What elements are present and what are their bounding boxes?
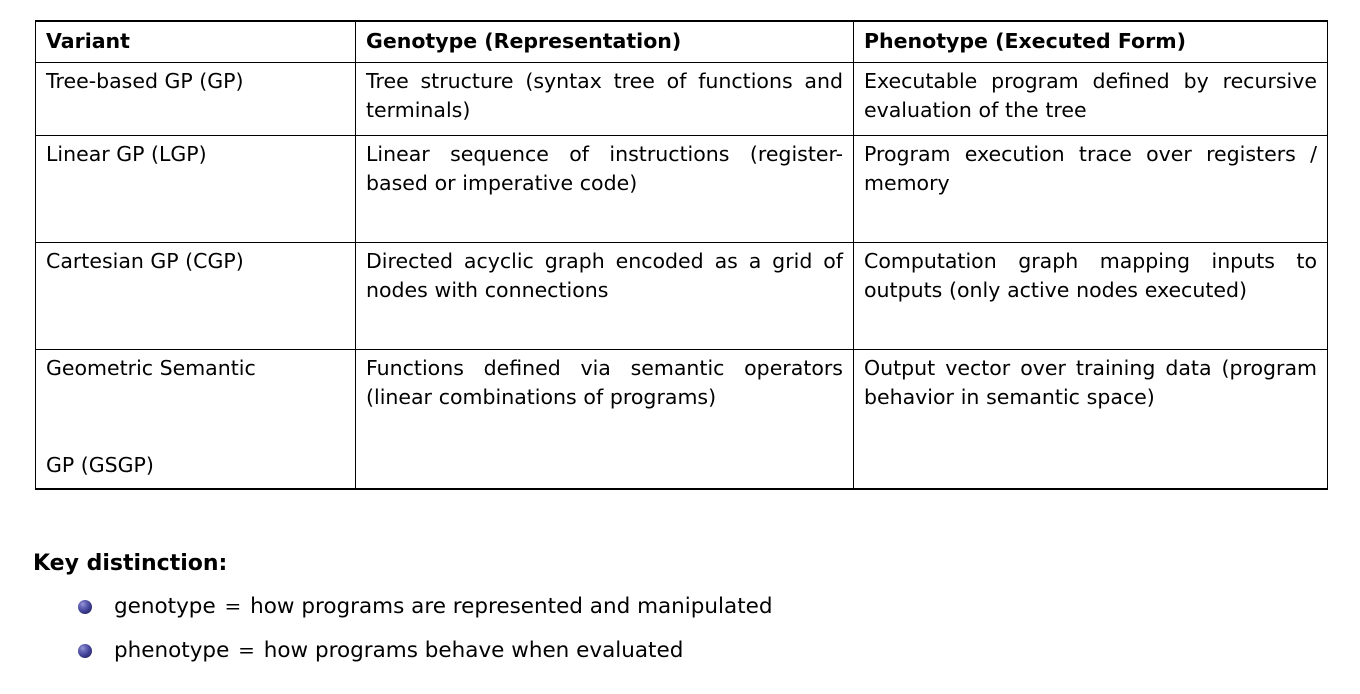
cell-variant: Cartesian GP (CGP) bbox=[35, 242, 356, 351]
cell-genotype: Linear sequence of instructions (registe… bbox=[355, 135, 854, 244]
gp-variants-table: Variant Genotype (Representation) Phenot… bbox=[35, 20, 1328, 491]
cell-genotype: Tree structure (syntax tree of functions… bbox=[355, 62, 854, 137]
key-distinction-heading: Key distinction: bbox=[33, 551, 228, 576]
cell-variant: Tree-based GP (GP) bbox=[35, 62, 356, 137]
column-header-genotype: Genotype (Representation) bbox=[355, 20, 854, 64]
ball-bullet-icon bbox=[78, 643, 92, 658]
table-row: Tree-based GP (GP) Tree structure (synta… bbox=[35, 62, 1328, 137]
table-row: Cartesian GP (CGP) Directed acyclic grap… bbox=[35, 242, 1328, 351]
bullet-definition: how programs behave when evaluated bbox=[263, 637, 684, 663]
bullet-term: genotype bbox=[114, 594, 216, 620]
list-item: genotype = how programs are represented … bbox=[78, 593, 1323, 621]
cell-phenotype: Computation graph mapping inputs to outp… bbox=[853, 242, 1328, 351]
table-row: Geometric Semantic GP (GSGP) Functions d… bbox=[35, 349, 1328, 491]
equals-sign: = bbox=[238, 637, 255, 662]
column-header-variant: Variant bbox=[35, 20, 356, 64]
bullet-term: phenotype bbox=[114, 637, 230, 663]
cell-phenotype: Executable program defined by recursive … bbox=[853, 62, 1328, 137]
cell-variant-line-1: Geometric Semantic bbox=[46, 356, 256, 381]
table-row: Linear GP (LGP) Linear sequence of instr… bbox=[35, 135, 1328, 244]
cell-genotype: Directed acyclic graph encoded as a grid… bbox=[355, 242, 854, 351]
cell-genotype: Functions defined via semantic operators… bbox=[355, 349, 854, 491]
ball-bullet-icon bbox=[78, 600, 92, 615]
equals-sign: = bbox=[224, 594, 242, 619]
table-body: Tree-based GP (GP) Tree structure (synta… bbox=[35, 62, 1328, 491]
cell-phenotype: Output vector over training data (progra… bbox=[853, 349, 1328, 491]
cell-variant: Linear GP (LGP) bbox=[35, 135, 356, 244]
bullet-definition: how programs are represented and manipul… bbox=[250, 594, 773, 620]
cell-phenotype: Program execution trace over registers /… bbox=[853, 135, 1328, 244]
list-item: phenotype = how programs behave when eva… bbox=[78, 637, 1323, 665]
cell-variant-line-2: GP (GSGP) bbox=[46, 453, 154, 478]
key-distinction-list: genotype = how programs are represented … bbox=[33, 593, 1323, 664]
key-distinction-section: Key distinction: genotype = how programs… bbox=[33, 551, 1323, 680]
table-header: Variant Genotype (Representation) Phenot… bbox=[35, 20, 1328, 64]
cell-variant: Geometric Semantic GP (GSGP) bbox=[35, 349, 356, 491]
column-header-phenotype: Phenotype (Executed Form) bbox=[853, 20, 1328, 64]
table-header-row: Variant Genotype (Representation) Phenot… bbox=[35, 20, 1328, 64]
